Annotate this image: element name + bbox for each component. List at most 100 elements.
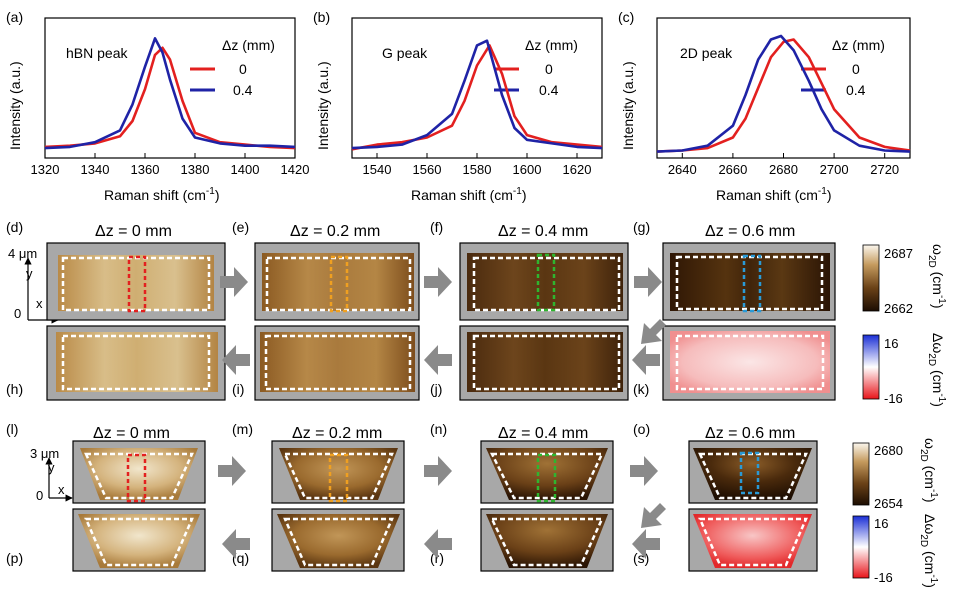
arrow-left-j-i <box>424 345 452 375</box>
map-j <box>459 325 629 401</box>
chart-title: 2D peak <box>680 45 733 61</box>
region-box <box>472 256 621 312</box>
map-i <box>254 325 420 401</box>
map-d <box>46 242 226 321</box>
axis-x-trap: x <box>58 482 65 497</box>
map-o <box>688 440 818 504</box>
x-axis-label-a: Raman shift (cm-1) <box>104 186 220 203</box>
x-tick-label: 1380 <box>181 162 210 177</box>
map-p <box>72 508 206 572</box>
colorbar-dw-rect-min: -16 <box>884 391 903 406</box>
chart-g-peak: (b) G peak Δz (mm) 0 0.4 Intensity (a.u.… <box>313 9 603 177</box>
colorbar-w2d-trap-min: 2654 <box>874 496 903 511</box>
arrow-right-n-o <box>630 456 658 486</box>
map-title-n: Δz = 0.4 mm <box>498 425 588 442</box>
map-s <box>688 508 818 572</box>
y-axis-label: Intensity (a.u.) <box>315 61 331 150</box>
linecut-box-dz04 <box>536 253 556 312</box>
colorbar-w2d-rect <box>862 244 880 312</box>
region-box <box>264 334 412 391</box>
arrow-right-e-f <box>424 267 452 297</box>
x-tick-label: 1360 <box>131 162 160 177</box>
panel-label-j: (j) <box>430 381 442 397</box>
x-tick-label: 1580 <box>463 162 492 177</box>
panel-label-o: (o) <box>633 421 650 437</box>
linecut-box-dz02 <box>328 453 349 503</box>
map-e <box>254 242 420 321</box>
panel-label: (a) <box>6 9 23 25</box>
chart-hbn-peak: (a) hBN peak Δz (mm) 0 0.4 Intensity (a.… <box>6 9 309 177</box>
plot-frame <box>44 17 296 159</box>
x-tick-label: 2660 <box>718 162 747 177</box>
region-box <box>61 334 211 391</box>
linecut-box-dz02 <box>329 255 349 313</box>
map-k <box>662 325 836 401</box>
legend-label-1: 0.4 <box>846 82 866 98</box>
arrow-diag-g-k <box>641 319 666 344</box>
map-r <box>480 508 614 572</box>
panel-label: (c) <box>618 9 634 25</box>
series-line-0.4 <box>656 34 911 153</box>
panel-label-e: (e) <box>232 219 249 235</box>
chart-title: hBN peak <box>66 45 128 61</box>
scale-length-trap: 3 μm <box>30 446 59 461</box>
colorbar-w2d-label-rect: ω2D (cm-1) <box>926 244 947 309</box>
colorbar-dw-trap-min: -16 <box>874 570 893 585</box>
map-m <box>271 440 405 504</box>
panel-label-m: (m) <box>232 421 253 437</box>
colorbar-w2d-rect-max: 2687 <box>884 246 913 261</box>
map-title-f: Δz = 0.4 mm <box>498 223 588 240</box>
map-q <box>271 508 405 572</box>
x-tick-label: 1600 <box>513 162 542 177</box>
colorbar-dw-trap-max: 16 <box>874 516 888 531</box>
series-line-0.4 <box>351 39 603 150</box>
region-box <box>489 452 604 500</box>
region-box <box>84 452 194 500</box>
scale-length-rect: 4 μm <box>8 246 37 261</box>
linecut-box-dz0 <box>126 453 147 503</box>
arrow-left-i-h <box>222 345 250 375</box>
series-line-0.4 <box>44 37 296 150</box>
linecut-box-dz06 <box>742 254 762 313</box>
region-box <box>490 517 604 567</box>
chart-2d-peak: (c) 2D peak Δz (mm) 0 0.4 Intensity (a.u… <box>618 9 911 177</box>
arrow-right-d-e <box>220 267 248 297</box>
legend-label-0: 0 <box>852 61 860 77</box>
region-box <box>698 517 808 567</box>
y-axis-label: Intensity (a.u.) <box>7 61 23 150</box>
arrow-right-l-m <box>218 456 246 486</box>
arrow-left-q-p <box>222 529 250 559</box>
x-tick-label: 1320 <box>31 162 60 177</box>
linecut-box-dz0 <box>127 255 147 313</box>
panel-label-d: (d) <box>6 219 23 235</box>
colorbar-dw-label-trap: Δω2D (cm-1) <box>918 514 939 588</box>
region-box <box>675 255 824 311</box>
map-title-l: Δz = 0 mm <box>93 425 170 442</box>
x-tick-label: 2700 <box>820 162 849 177</box>
chart-title: G peak <box>382 45 428 61</box>
panel-label: (b) <box>313 9 330 25</box>
arrow-diag-o-s <box>641 503 666 528</box>
x-tick-label: 2640 <box>668 162 697 177</box>
map-f <box>459 242 629 321</box>
map-title-d: Δz = 0 mm <box>95 223 172 240</box>
panel-label-q: (q) <box>232 550 249 566</box>
colorbar-dw-trap <box>852 515 870 579</box>
legend-label-0: 0 <box>239 61 247 77</box>
x-tick-label: 1340 <box>81 162 110 177</box>
region-box <box>675 334 825 391</box>
region-box <box>84 517 194 567</box>
series-line-0 <box>44 46 296 150</box>
series-line-0 <box>351 44 603 151</box>
x-axis-label-c: Raman shift (cm-1) <box>716 186 832 203</box>
y-axis-label: Intensity (a.u.) <box>620 61 636 150</box>
arrow-left-s-r <box>632 529 660 559</box>
legend-label-1: 0.4 <box>233 82 253 98</box>
map-l <box>72 440 206 504</box>
colorbar-dw-rect <box>862 334 880 400</box>
legend-title: Δz (mm) <box>525 37 578 53</box>
colorbar-w2d-label-trap: ω2D (cm-1) <box>918 438 939 503</box>
map-title-m: Δz = 0.2 mm <box>292 425 382 442</box>
axis-y-trap: y <box>48 460 55 475</box>
